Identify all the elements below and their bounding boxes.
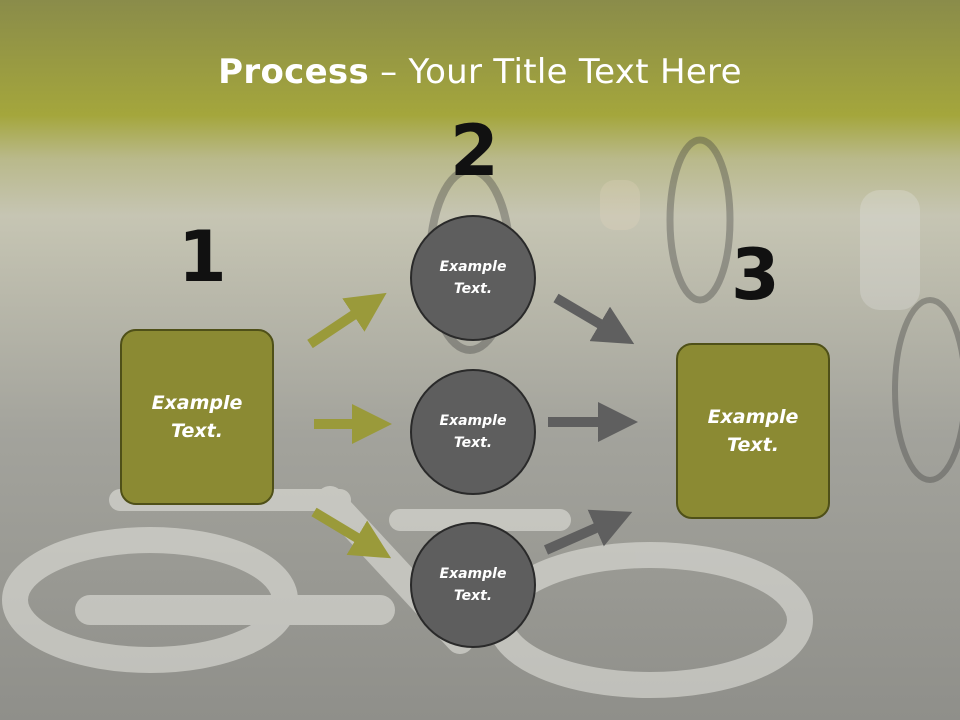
step-number-1: 1 — [178, 216, 227, 298]
step-number-3: 3 — [731, 234, 780, 316]
title-bold: Process — [218, 52, 370, 92]
arrow-left-to-top — [307, 292, 387, 349]
arrow-left-to-bottom — [311, 507, 392, 559]
slide-title: Process – Your Title Text Here — [0, 52, 960, 92]
title-rest: – Your Title Text Here — [369, 52, 742, 92]
step-number-2: 2 — [450, 110, 499, 192]
arrow-top-to-right — [553, 293, 635, 345]
arrow-bottom-to-right — [543, 509, 633, 555]
bicycles-blur — [426, 136, 960, 483]
